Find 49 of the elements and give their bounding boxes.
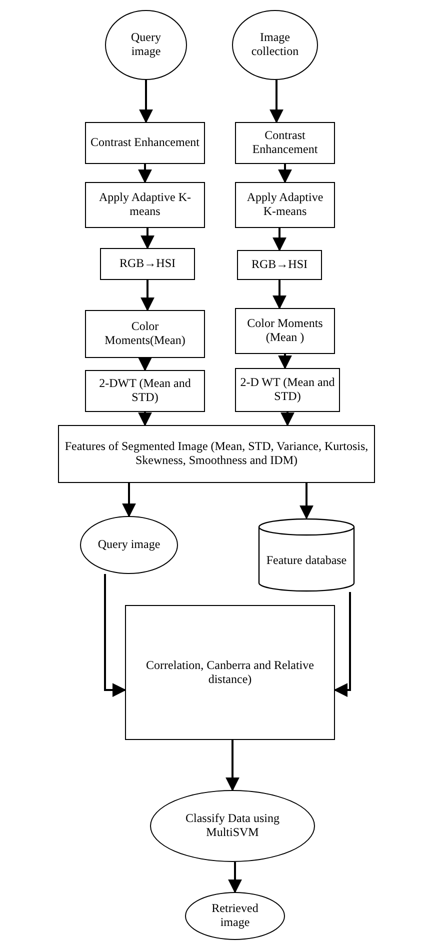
process-box [100, 248, 195, 280]
node-label: Apply Adaptive K-means [98, 191, 192, 219]
arrow [138, 357, 152, 372]
arrow [104, 574, 126, 698]
node-label: RGB→HSI [251, 258, 308, 272]
arrow [139, 80, 153, 124]
node-label: Features of Segmented Image (Mean, STD, Variance, Kurtosis, Skewness, Smoothness and IDM) [64, 440, 370, 468]
arrow [300, 483, 314, 520]
process-box [85, 122, 205, 164]
node-label: Classify Data using MultiSVM [184, 812, 280, 840]
arrow [140, 228, 154, 250]
node-label: 2-DWT (Mean and STD) [98, 377, 192, 405]
arrow [280, 412, 294, 426]
arrow [278, 164, 292, 184]
process-box [237, 250, 322, 280]
arrow [228, 862, 242, 894]
process-box [85, 370, 205, 412]
node-label: 2-D WT (Mean and STD) [240, 376, 335, 404]
node-label: Feature database [266, 554, 347, 568]
arrow [140, 280, 154, 312]
process-box [85, 182, 205, 228]
process-box [125, 605, 335, 740]
process-box [235, 182, 335, 228]
node-label: Apply Adaptive K-means [246, 191, 324, 219]
node-label: Contrast Enhancement [251, 129, 319, 157]
process-box [85, 310, 205, 358]
arrow [226, 740, 240, 792]
node-label: RGB→HSI [119, 257, 176, 271]
node-label: Color Moments (Mean ) [246, 317, 324, 345]
database-cylinder [258, 518, 355, 592]
node-label: Correlation, Canberra and Relative distance) [145, 658, 315, 686]
process-box [58, 425, 375, 483]
node-label: Image collection [250, 31, 300, 59]
arrow [272, 280, 286, 310]
node-label: Color Moments(Mean) [104, 320, 186, 348]
node-label: Retrieved image [210, 902, 260, 930]
arrow [270, 80, 284, 124]
arrow [138, 164, 152, 184]
arrow [272, 228, 286, 252]
arrow [138, 412, 152, 426]
node-label: Contrast Enhancement [90, 136, 200, 150]
node-label: Query image [130, 31, 162, 59]
arrow [122, 483, 136, 518]
arrow [278, 354, 292, 370]
process-box [235, 122, 335, 164]
process-box [235, 368, 340, 412]
node-label: Query image [98, 538, 160, 552]
arrow [334, 592, 351, 698]
process-box [235, 308, 335, 354]
